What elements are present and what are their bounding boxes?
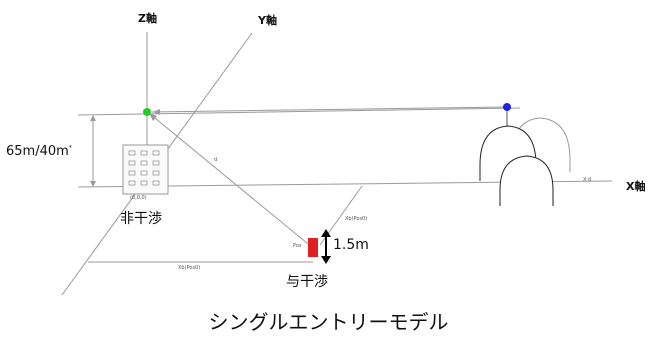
red-person-marker xyxy=(308,238,318,257)
height-arrow-bottom xyxy=(90,181,96,187)
dome-front xyxy=(499,155,554,206)
blue-target-marker xyxy=(503,103,511,111)
person-height-arrow-top xyxy=(321,229,331,237)
building xyxy=(122,144,169,195)
x-axis-small-label: X d xyxy=(583,177,592,183)
z-axis-label: Z軸 xyxy=(138,12,157,25)
height-value: 65m/40m xyxy=(6,144,69,159)
person-tag-label: Pos xyxy=(293,243,302,249)
distance-d-label: d xyxy=(214,157,218,163)
no-interference-label: 非干渉 xyxy=(120,211,162,227)
x-axis-label: X軸 xyxy=(626,180,646,193)
height-label: 65m/40m* xyxy=(6,144,72,159)
person-height-arrow-bottom xyxy=(321,256,331,264)
ground-pos-label: Xb(Pos0) xyxy=(178,265,201,271)
building-windows xyxy=(128,150,160,186)
distance-d-arrowhead xyxy=(149,113,157,121)
height-superscript: * xyxy=(68,144,72,152)
sightline-green-to-blue xyxy=(151,106,505,113)
distance-d-line xyxy=(149,113,314,249)
y-axis-label: Y軸 xyxy=(258,14,277,27)
person-pos-label: Xb(Pos0) xyxy=(345,216,368,222)
interference-label: 与干渉 xyxy=(286,274,328,290)
green-viewpoint-marker xyxy=(143,108,151,116)
building-origin-label: (0,0,0) xyxy=(130,195,147,201)
top-horizontal-line xyxy=(77,107,521,116)
sightline-arrowhead xyxy=(153,109,160,115)
diagram-caption: シングルエントリーモデル xyxy=(208,310,449,334)
height-arrow-top xyxy=(90,115,96,121)
person-height-label: 1.5m xyxy=(333,237,369,253)
